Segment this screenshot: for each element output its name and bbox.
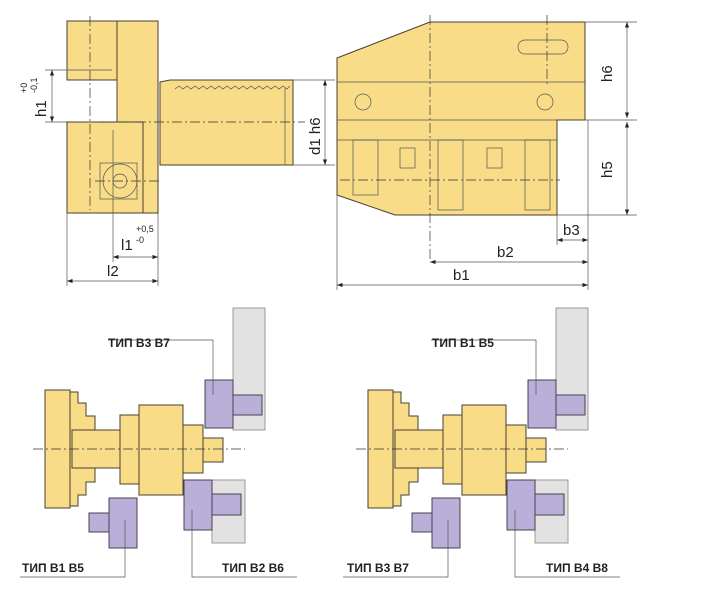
b3-label: b3 [563,222,580,239]
label-right-top: ТИП B1 B5 [432,336,494,350]
label-left-top: ТИП B3 B7 [108,336,170,350]
b2-label: b2 [497,244,514,261]
label-right-bottom-right: ТИП B4 B8 [546,561,608,575]
l1-tol-lower: -0 [136,235,144,245]
d1-label: d1 h6 [307,117,324,155]
h6-label: h6 [599,65,616,82]
h1-tol-lower: -0,1 [29,77,39,93]
label-left-bottom-left: ТИП B1 B5 [22,561,84,575]
l1-label: l1 [121,237,133,254]
front-view: h6 h5 b3 b2 b1 [336,15,637,290]
label-right-bottom-left: ТИП B3 B7 [347,561,409,575]
h1-tol-upper: +0 [19,83,29,93]
lathe-setup-left [20,307,297,578]
screw-icon [536,93,554,111]
b1-label: b1 [453,267,470,284]
h1-label: h1 [33,100,50,117]
side-view: h1 +0 -0,1 d1 h6 l1 +0,5 -0 l2 [19,16,335,286]
label-left-bottom-right: ТИП B2 B6 [222,561,284,575]
h5-label: h5 [599,161,616,178]
screw-icon [354,93,372,111]
l2-label: l2 [107,263,119,280]
l1-tol-upper: +0,5 [136,224,154,234]
lathe-setup-right [343,307,620,578]
